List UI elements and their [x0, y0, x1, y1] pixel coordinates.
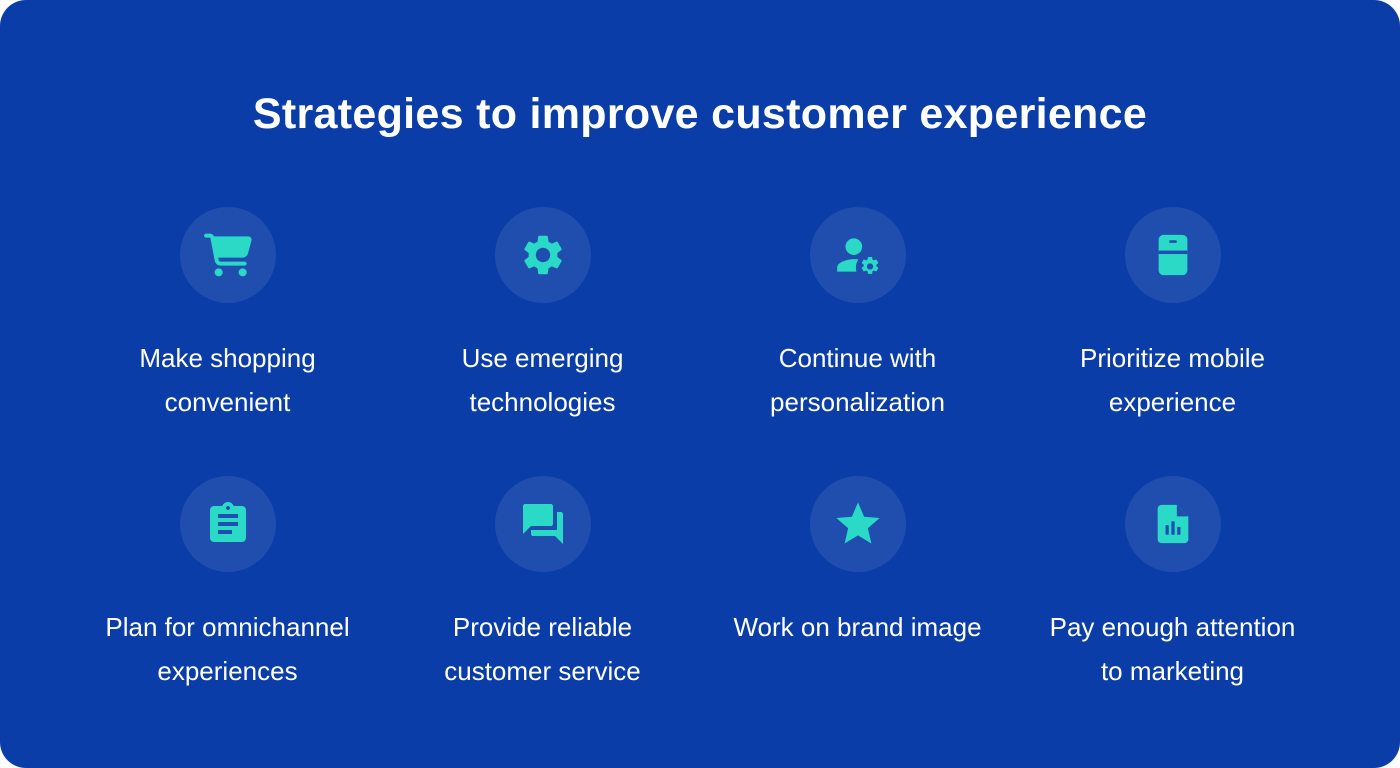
- label-line: customer service: [444, 656, 641, 687]
- label-line: Plan for omnichannel: [105, 612, 350, 643]
- strategy-item-technologies: Use emerging technologies: [385, 207, 700, 424]
- clipboard-checklist-icon: [204, 500, 252, 548]
- gear-icon: [519, 231, 567, 279]
- label-line: Work on brand image: [733, 612, 982, 643]
- strategy-label: Make shopping convenient: [139, 336, 315, 424]
- strategy-item-mobile: Prioritize mobile experience: [1015, 207, 1330, 424]
- icon-circle: [179, 207, 276, 304]
- strategy-item-omnichannel: Plan for omnichannel experiences: [70, 476, 385, 693]
- chat-bubbles-icon: [519, 500, 567, 548]
- icon-circle: [494, 207, 591, 304]
- label-line: [733, 649, 981, 650]
- icon-circle: [494, 476, 591, 573]
- strategy-label: Provide reliable customer service: [444, 605, 641, 693]
- label-line: Provide reliable: [452, 612, 633, 643]
- strategy-grid: Make shopping convenient Use emerging te…: [0, 207, 1400, 693]
- label-line: Prioritize mobile: [1080, 343, 1265, 374]
- icon-circle: [1124, 207, 1221, 304]
- label-line: personalization: [770, 387, 945, 418]
- label-line: Continue with: [778, 343, 937, 374]
- shopping-cart-icon: [203, 231, 252, 279]
- strategy-label: Prioritize mobile experience: [1080, 336, 1265, 424]
- strategy-label: Work on brand image: [733, 605, 981, 650]
- label-line: Make shopping: [139, 343, 316, 374]
- user-gear-icon: [833, 230, 883, 280]
- strategy-item-brand-image: Work on brand image: [700, 476, 1015, 693]
- strategy-item-personalization: Continue with personalization: [700, 207, 1015, 424]
- label-line: technologies: [469, 387, 616, 418]
- label-line: Pay enough attention: [1049, 612, 1296, 643]
- strategy-label: Continue with personalization: [770, 336, 945, 424]
- icon-circle: [1124, 476, 1221, 573]
- strategy-label: Pay enough attention to marketing: [1050, 605, 1296, 693]
- strategy-label: Plan for omnichannel experiences: [105, 605, 349, 693]
- star-icon: [832, 498, 884, 550]
- page-title: Strategies to improve customer experienc…: [252, 90, 1148, 138]
- strategy-item-marketing: Pay enough attention to marketing: [1015, 476, 1330, 693]
- label-line: convenient: [164, 387, 291, 418]
- label-line: Use emerging: [461, 343, 624, 374]
- icon-circle: [809, 476, 906, 573]
- icon-circle: [179, 476, 276, 573]
- label-line: experience: [1108, 387, 1237, 418]
- strategy-label: Use emerging technologies: [462, 336, 624, 424]
- mobile-phone-icon: [1150, 232, 1196, 278]
- icon-circle: [809, 207, 906, 304]
- strategy-item-shopping: Make shopping convenient: [70, 207, 385, 424]
- label-line: experiences: [157, 656, 298, 687]
- document-chart-icon: [1150, 501, 1196, 547]
- strategy-item-customer-service: Provide reliable customer service: [385, 476, 700, 693]
- label-line: to marketing: [1100, 656, 1245, 687]
